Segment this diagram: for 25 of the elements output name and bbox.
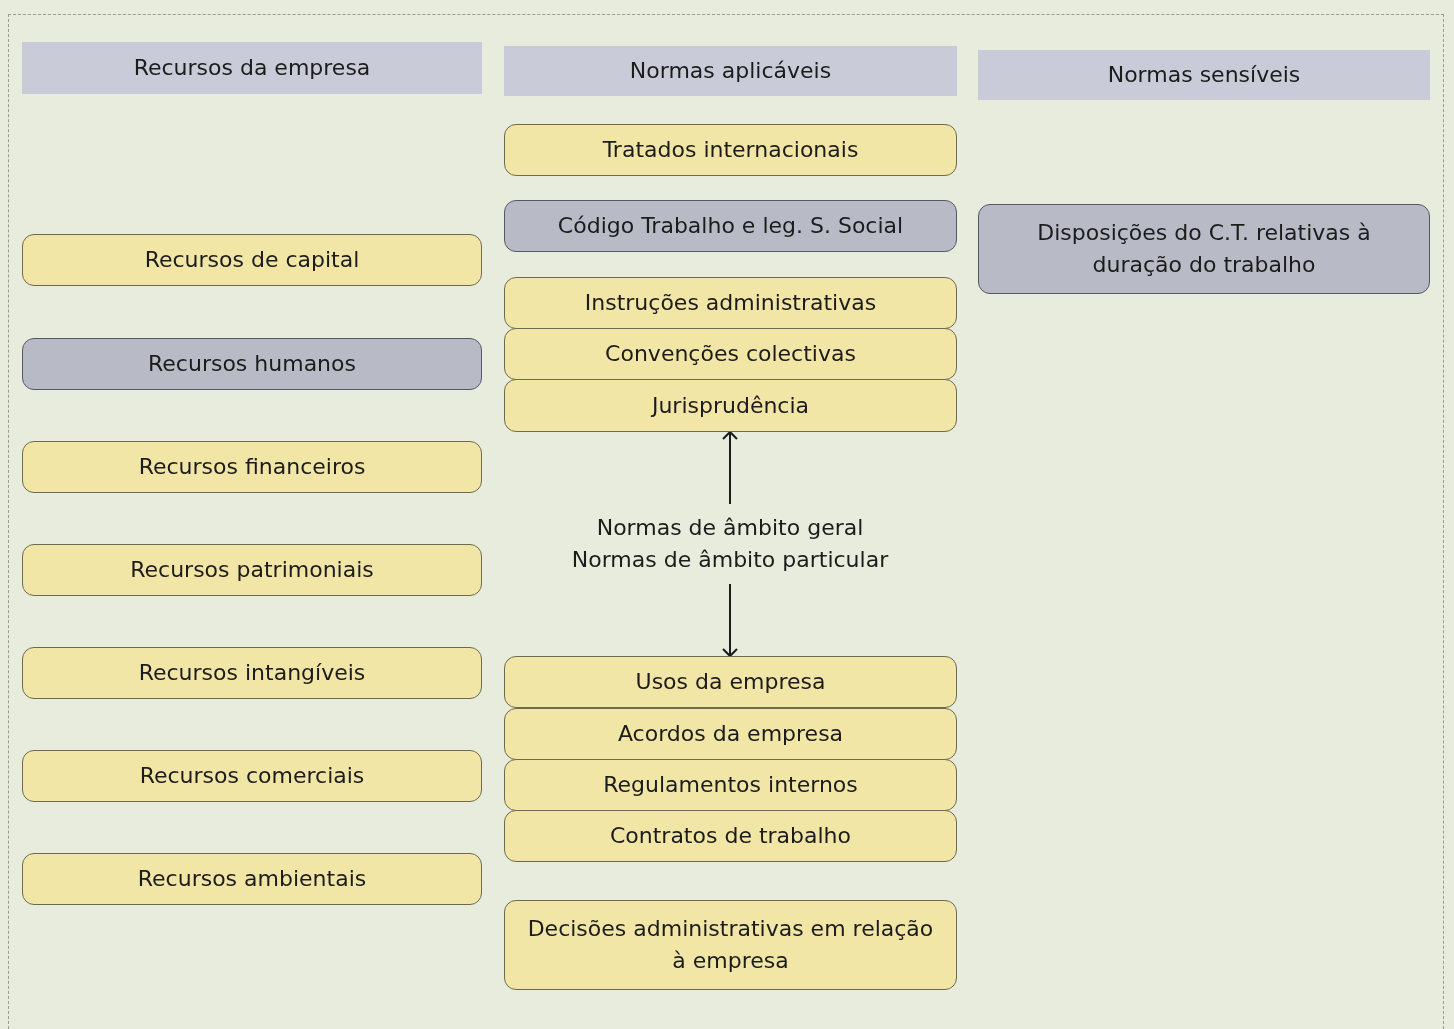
node-text: Normas de âmbito geral: [595, 514, 865, 543]
norm-box: Decisões administrativas em relação à empresa: [504, 900, 957, 990]
arrow: [722, 583, 738, 657]
norm-box: Instruções administrativas: [504, 277, 957, 329]
norm-box: Usos da empresa: [504, 656, 957, 708]
norm-box: Acordos da empresa: [504, 708, 957, 760]
column-header: Normas sensíveis: [978, 50, 1430, 100]
norm-box: Recursos intangíveis: [22, 647, 482, 699]
highlighted-box: Disposições do C.T. relativas à duração do trabalho: [978, 204, 1430, 294]
column-header: Normas aplicáveis: [504, 46, 957, 96]
highlighted-box: Recursos humanos: [22, 338, 482, 390]
column-header: Recursos da empresa: [22, 42, 482, 94]
norm-box: Recursos de capital: [22, 234, 482, 286]
norm-box: Recursos ambientais: [22, 853, 482, 905]
norm-box: Recursos financeiros: [22, 441, 482, 493]
norm-box: Jurisprudência: [504, 379, 957, 432]
norm-box: Contratos de trabalho: [504, 810, 957, 862]
highlighted-box: Código Trabalho e leg. S. Social: [504, 200, 957, 252]
norm-box: Tratados internacionais: [504, 124, 957, 176]
norm-box: Convenções colectivas: [504, 328, 957, 380]
norm-box: Recursos comerciais: [22, 750, 482, 802]
norm-box: Regulamentos internos: [504, 759, 957, 811]
arrow: [722, 431, 738, 505]
node-text: Normas de âmbito particular: [570, 546, 890, 574]
norm-box: Recursos patrimoniais: [22, 544, 482, 596]
